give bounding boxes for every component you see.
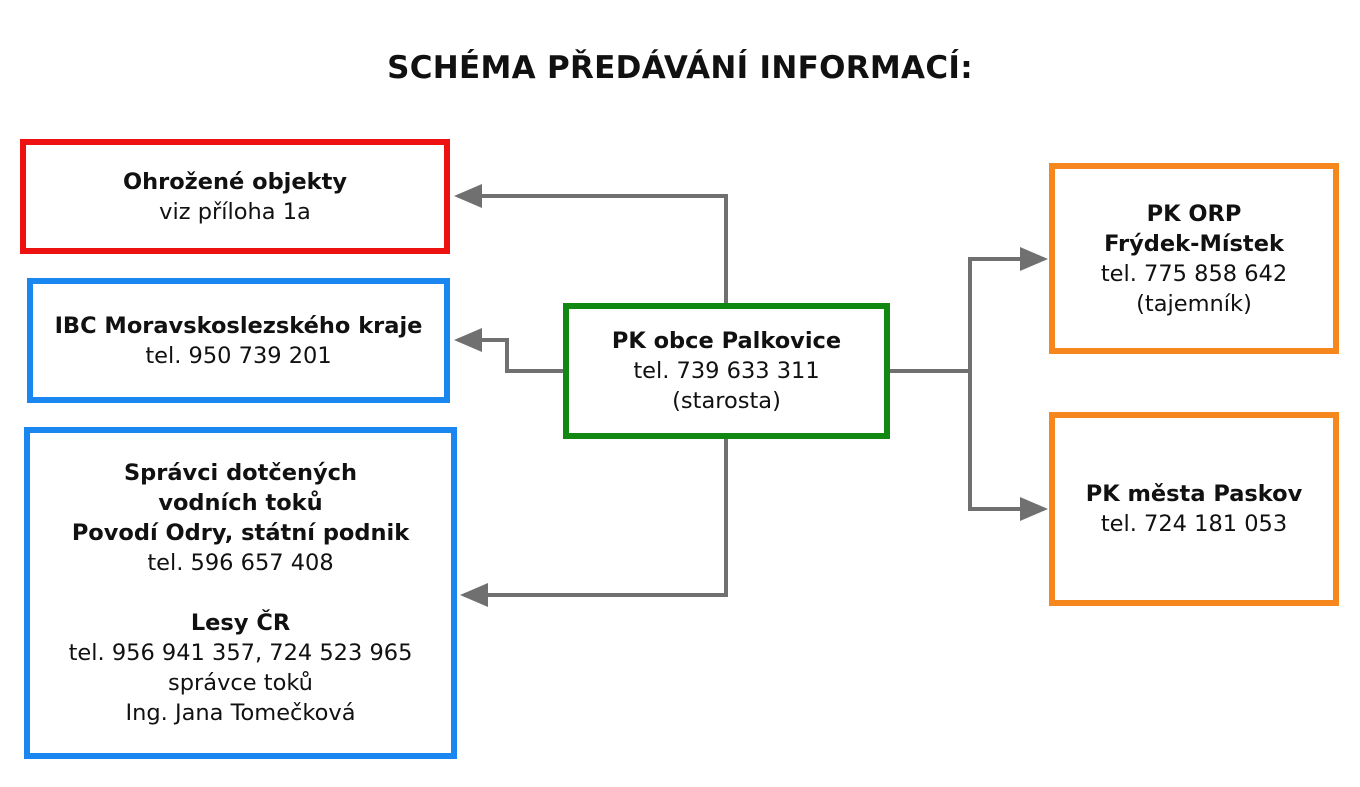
povodi-odry-phone: tel. 596 657 408 [147,550,334,576]
arrow-to-water-managers [460,437,728,607]
lesy-cr-name: Lesy ČR [190,610,291,636]
orp-name-1: PK ORP [1146,200,1242,227]
ibc-name: IBC Moravskoslezského kraje [54,312,423,339]
center-phone: tel. 739 633 311 [633,358,820,384]
water-managers-heading-2: vodních toků [158,490,323,516]
center-box: PK obce Palkovice tel. 739 633 311 (star… [563,303,890,439]
ibc-box: IBC Moravskoslezského kraje tel. 950 739… [27,278,450,403]
arrow-to-orp [968,247,1048,371]
arrow-to-ibc [454,328,568,373]
threatened-objects-name: Ohrožené objekty [122,168,348,195]
orp-role: (tajemník) [1136,290,1252,317]
lesy-cr-person: Ing. Jana Tomečková [125,700,356,726]
paskov-name: PK města Paskov [1085,481,1303,507]
orp-name-2: Frýdek-Místek [1104,230,1284,257]
arrow-to-threatened [454,184,728,306]
lesy-cr-role: správce toků [168,670,313,696]
povodi-odry-name: Povodí Odry, státní podnik [71,520,410,546]
orp-phone: tel. 775 858 642 [1100,260,1288,287]
ibc-phone: tel. 950 739 201 [145,342,332,369]
threatened-objects-detail: viz příloha 1a [159,198,311,225]
paskov-box: PK města Paskov tel. 724 181 053 [1049,412,1339,606]
paskov-phone: tel. 724 181 053 [1100,511,1288,537]
center-name: PK obce Palkovice [611,328,842,354]
lesy-cr-phone: tel. 956 941 357, 724 523 965 [68,640,413,666]
arrow-to-paskov [968,371,1048,521]
threatened-objects-box: Ohrožené objekty viz příloha 1a [20,139,450,254]
diagram-title: SCHÉMA PŘEDÁVÁNÍ INFORMACÍ: [387,50,973,86]
water-managers-box: Správci dotčených vodních toků Povodí Od… [24,427,457,759]
water-managers-heading-1: Správci dotčených [123,460,358,486]
center-role: (starosta) [672,388,781,414]
orp-box: PK ORP Frýdek-Místek tel. 775 858 642 (t… [1049,163,1339,354]
